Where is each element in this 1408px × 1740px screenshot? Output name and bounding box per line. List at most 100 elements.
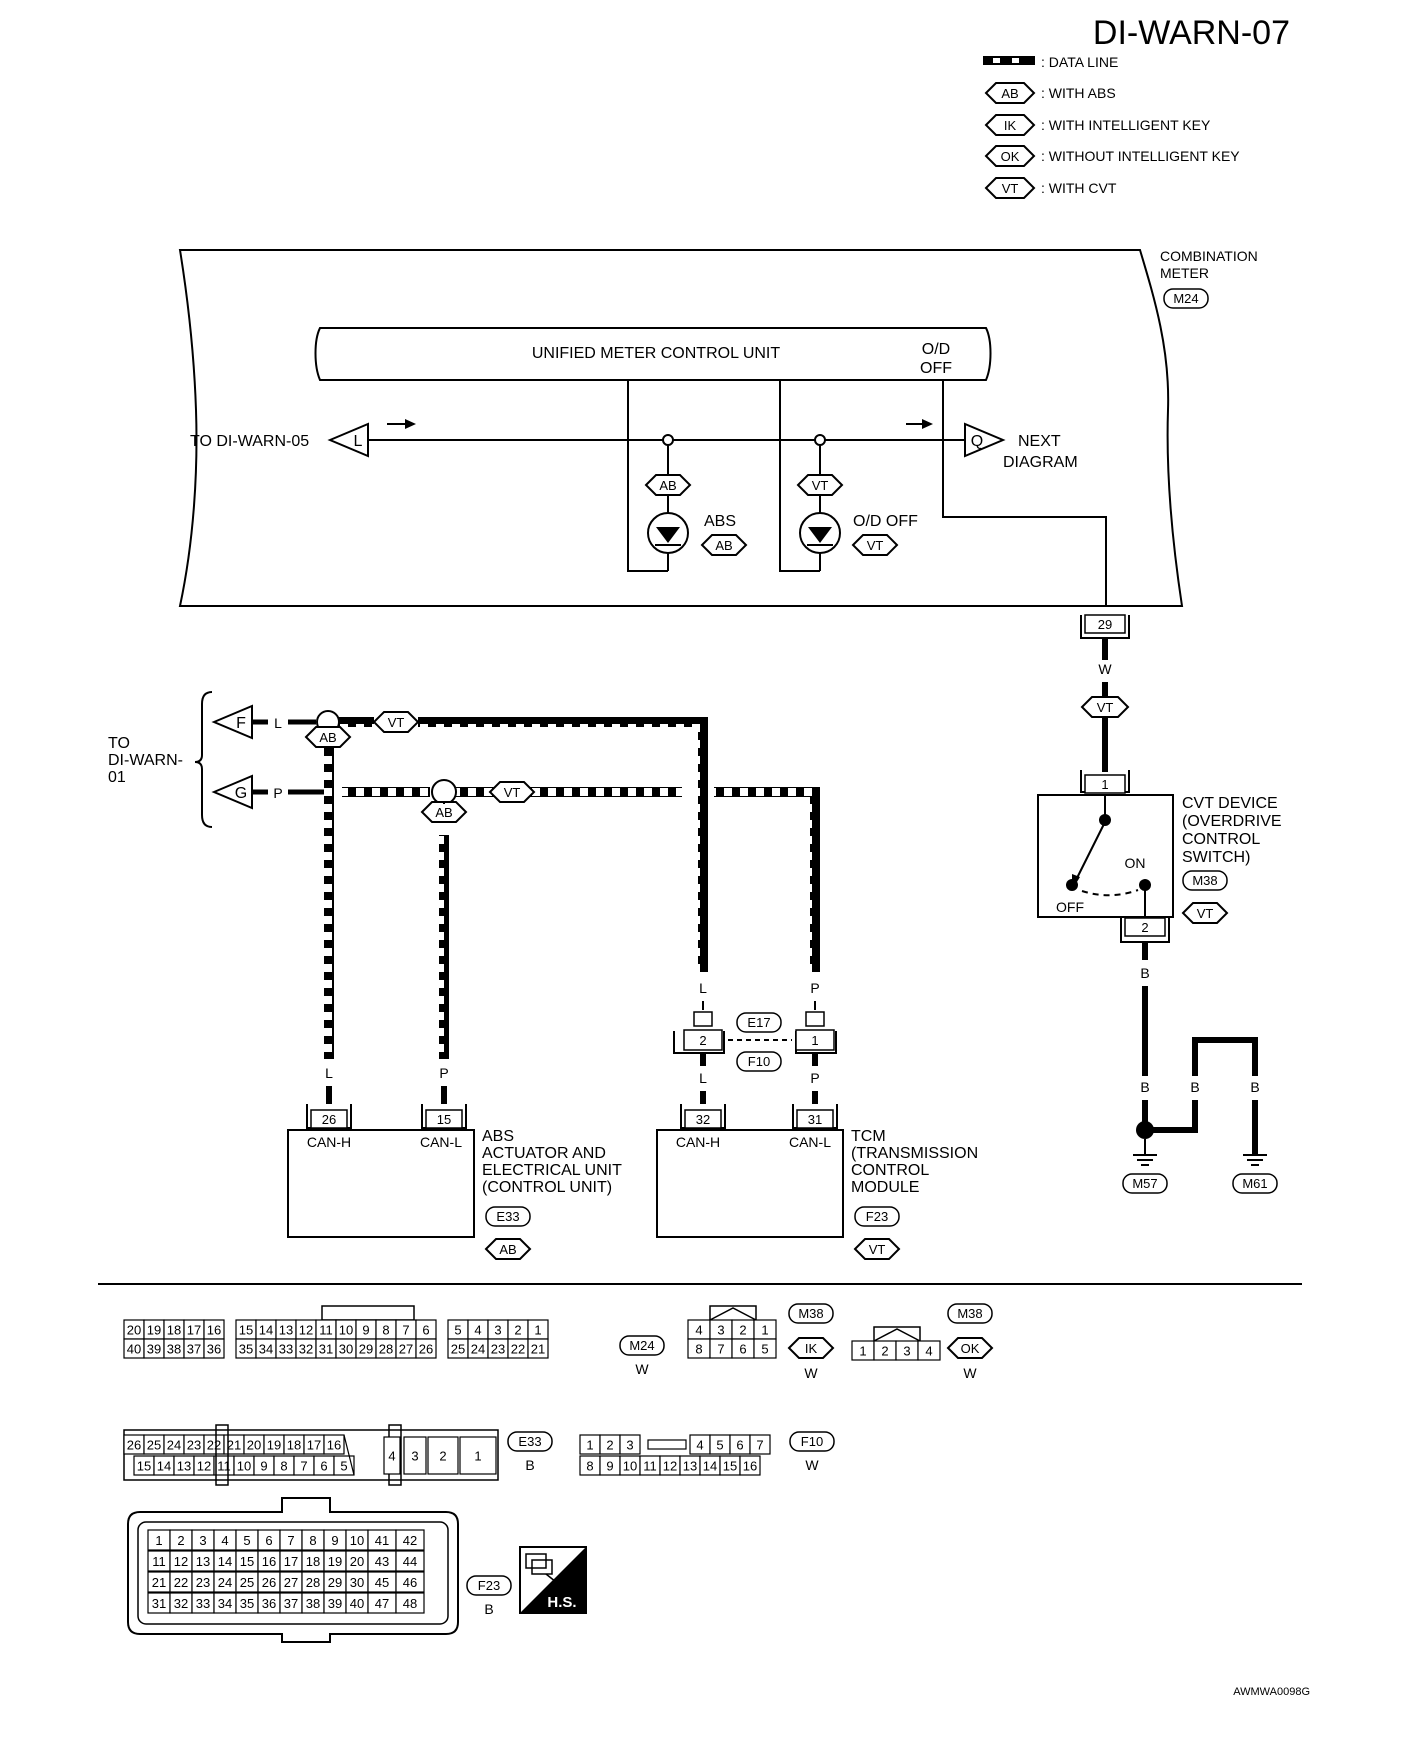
svg-text:1: 1 <box>155 1533 162 1548</box>
combination-meter: COMBINATION METER M24 UNIFIED METER CONT… <box>178 248 1258 607</box>
pin-cell: 4 <box>213 1529 237 1551</box>
pin-cell: 31 <box>147 1592 171 1614</box>
svg-text:1: 1 <box>534 1323 541 1338</box>
svg-text:L: L <box>699 980 707 996</box>
svg-text:32: 32 <box>299 1342 313 1357</box>
svg-text:1: 1 <box>474 1449 481 1464</box>
connector-tag-f10: F10 <box>748 1054 770 1069</box>
legend-data-line-swatch <box>983 56 1035 65</box>
svg-text:12: 12 <box>174 1554 188 1569</box>
tcm-box <box>656 1129 844 1238</box>
svg-text:19: 19 <box>147 1323 161 1338</box>
pin-cell: 16 <box>323 1434 345 1455</box>
svg-text:B: B <box>1190 1079 1199 1095</box>
legend-data-line-text: : DATA LINE <box>1041 54 1118 70</box>
svg-text:P: P <box>810 980 819 996</box>
pin-cell: 5 <box>333 1455 355 1476</box>
pin-cell: 47 <box>367 1592 397 1614</box>
pin-cell: 42 <box>395 1529 425 1551</box>
option-tag-vt: VT <box>1080 696 1130 718</box>
to-di-warn-05-label: TO DI-WARN-05 <box>190 433 309 450</box>
pin-cell: 46 <box>395 1571 425 1593</box>
pin-cell: 19 <box>263 1434 285 1455</box>
pin-cell: 40 <box>345 1592 369 1614</box>
svg-text:13: 13 <box>279 1323 293 1338</box>
svg-text:: WITH CVT: : WITH CVT <box>1041 180 1117 196</box>
svg-text:46: 46 <box>403 1575 417 1590</box>
svg-text:34: 34 <box>218 1596 232 1611</box>
svg-text:15: 15 <box>239 1323 253 1338</box>
pin-cell: 29 <box>355 1338 377 1359</box>
pin-cell: 14 <box>153 1455 175 1476</box>
switch-off-label: OFF <box>1056 899 1084 915</box>
legend: : DATA LINE AB : WITH ABS IK : WITH INTE… <box>983 54 1240 199</box>
pin-cell: 2 <box>731 1319 755 1340</box>
pin-cell: 4 <box>917 1340 941 1361</box>
connector-tag-f23: F23 <box>866 1209 888 1224</box>
svg-text:: WITHOUT INTELLIGENT KEY: : WITHOUT INTELLIGENT KEY <box>1041 148 1240 164</box>
pin-cell: 24 <box>467 1338 489 1359</box>
svg-text:(TRANSMISSION: (TRANSMISSION <box>851 1145 978 1162</box>
pin-cell: 8 <box>375 1319 397 1340</box>
svg-text:5: 5 <box>761 1342 768 1357</box>
pin-cell: 4 <box>467 1319 489 1340</box>
pin-cell: 23 <box>191 1571 215 1593</box>
switch-on-label: ON <box>1125 855 1146 871</box>
option-tag-ab: AB <box>499 1242 516 1257</box>
svg-text:L: L <box>699 1070 707 1086</box>
pin-cell: 36 <box>203 1338 225 1359</box>
cvt-device: 1 ON OFF 2 CVT DEVICE (OVERDRIVE CONTROL… <box>1037 770 1282 943</box>
svg-text:27: 27 <box>399 1342 413 1357</box>
svg-text:CONTROL: CONTROL <box>1182 831 1260 848</box>
od-off-output-wire <box>942 380 1107 606</box>
svg-text:22: 22 <box>174 1575 188 1590</box>
harness-side-badge: H.S. <box>519 1546 587 1614</box>
pin-cell: 20 <box>243 1434 265 1455</box>
svg-text:3: 3 <box>626 1438 633 1453</box>
svg-text:40: 40 <box>127 1342 141 1357</box>
svg-text:13: 13 <box>683 1459 697 1474</box>
svg-text:6: 6 <box>736 1438 743 1453</box>
pin-can-h: CAN-H <box>307 1134 351 1150</box>
ground-m57: M57 <box>1132 1176 1157 1191</box>
pin-cell: 6 <box>313 1455 335 1476</box>
svg-text:AB: AB <box>715 538 732 553</box>
pin-cell: 37 <box>183 1338 205 1359</box>
pin-cell: 15 <box>235 1319 257 1340</box>
svg-text:B: B <box>1250 1079 1259 1095</box>
pin-cell: 27 <box>279 1571 303 1593</box>
svg-text:14: 14 <box>218 1554 232 1569</box>
pin-cell: 17 <box>279 1550 303 1572</box>
svg-text:7: 7 <box>717 1342 724 1357</box>
svg-text:DIAGRAM: DIAGRAM <box>1003 454 1078 471</box>
combination-meter-title: COMBINATION <box>1160 248 1258 264</box>
legend-item-ab: AB : WITH ABS <box>984 82 1116 104</box>
svg-text:7: 7 <box>756 1438 763 1453</box>
svg-text:12: 12 <box>197 1459 211 1474</box>
svg-text:17: 17 <box>307 1438 321 1453</box>
svg-text:13: 13 <box>196 1554 210 1569</box>
svg-text:L: L <box>354 433 363 450</box>
pin-cell: 41 <box>367 1529 397 1551</box>
svg-text:4: 4 <box>925 1344 932 1359</box>
pin-cell: 7 <box>395 1319 417 1340</box>
pin-cell: 15 <box>235 1550 259 1572</box>
svg-text:2: 2 <box>699 1033 706 1048</box>
pin-cell: 13 <box>191 1550 215 1572</box>
pin-cell: 25 <box>447 1338 469 1359</box>
svg-text:27: 27 <box>284 1575 298 1590</box>
pin-cell: 13 <box>173 1455 195 1476</box>
svg-text:2: 2 <box>177 1533 184 1548</box>
svg-text:3: 3 <box>411 1449 418 1464</box>
pin-cell: 9 <box>253 1455 275 1476</box>
svg-text:28: 28 <box>379 1342 393 1357</box>
pin-cell: 38 <box>163 1338 185 1359</box>
pin-cell: 33 <box>275 1338 297 1359</box>
svg-text:OK: OK <box>1001 149 1020 164</box>
svg-text:8: 8 <box>280 1459 287 1474</box>
tcm-title: TCM <box>851 1128 886 1145</box>
connector-view-labels: M24 W M38 IK W M38 OK W E33 B F10 W F23 … <box>466 1303 994 1617</box>
pin-cell: 11 <box>147 1550 171 1572</box>
